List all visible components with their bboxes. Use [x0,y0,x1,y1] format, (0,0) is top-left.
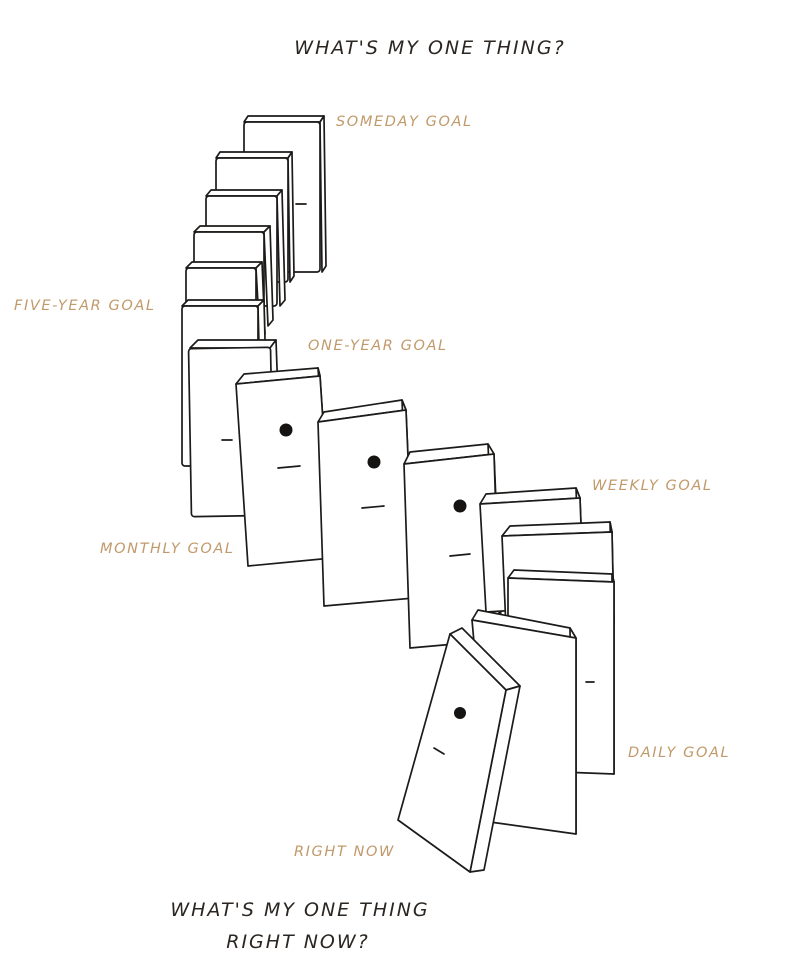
label-five-year-goal: FIVE-YEAR GOAL [14,298,156,314]
domino-one-year [236,368,332,566]
label-right-now: RIGHT NOW [294,844,395,860]
label-someday-goal: SOMEDAY GOAL [336,114,473,130]
label-daily-goal: DAILY GOAL [628,745,730,761]
label-one-year-goal: ONE-YEAR GOAL [308,338,448,354]
bottom-question-line2: RIGHT NOW? [226,931,370,953]
label-monthly-goal: MONTHLY GOAL [100,541,235,557]
label-weekly-goal: WEEKLY GOAL [592,478,713,494]
bottom-question-line1: WHAT'S MY ONE THING [170,899,429,921]
domino-arc-3 [318,400,414,606]
title-question: WHAT'S MY ONE THING? [294,37,565,59]
